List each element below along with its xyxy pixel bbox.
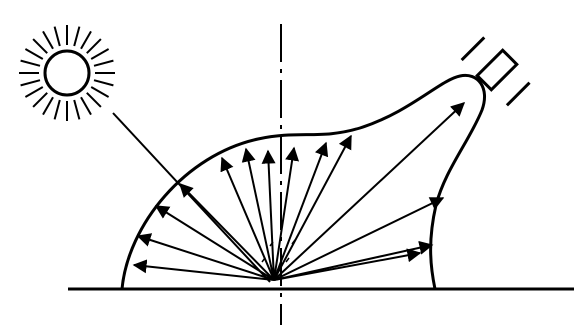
sun-ray (81, 31, 91, 48)
sun-ray (55, 27, 60, 46)
incident-ray (113, 113, 270, 282)
sun-ray (25, 49, 42, 59)
sun-ray (21, 80, 40, 85)
reflection-arrow (274, 253, 420, 280)
sun-disc (45, 51, 89, 95)
satellite-panel-left (462, 37, 485, 60)
satellite-body (477, 50, 517, 90)
sun-ray (94, 80, 113, 85)
sun-ray (33, 39, 47, 53)
sun-ray (87, 93, 101, 107)
sun-ray (87, 39, 101, 53)
sun-ray (81, 97, 91, 114)
sun-icon (19, 25, 115, 121)
sun-ray (74, 100, 79, 119)
reflection-arrow (222, 158, 274, 280)
sun-ray (74, 27, 79, 46)
sun-ray (21, 61, 40, 66)
sun-ray (43, 97, 53, 114)
sun-ray (33, 93, 47, 107)
reflection-arrow (274, 103, 464, 280)
reflection-arrow (274, 198, 443, 280)
sun-ray (43, 31, 53, 48)
sun-ray (25, 87, 42, 97)
sun-ray (94, 61, 113, 66)
satellite-panel-right (507, 83, 530, 106)
sun-ray (91, 87, 108, 97)
reflection-arrows (134, 103, 464, 280)
satellite-icon (462, 35, 533, 106)
sun-ray (91, 49, 108, 59)
sun-ray (55, 100, 60, 119)
satellite-panel-arm-left (473, 49, 489, 65)
